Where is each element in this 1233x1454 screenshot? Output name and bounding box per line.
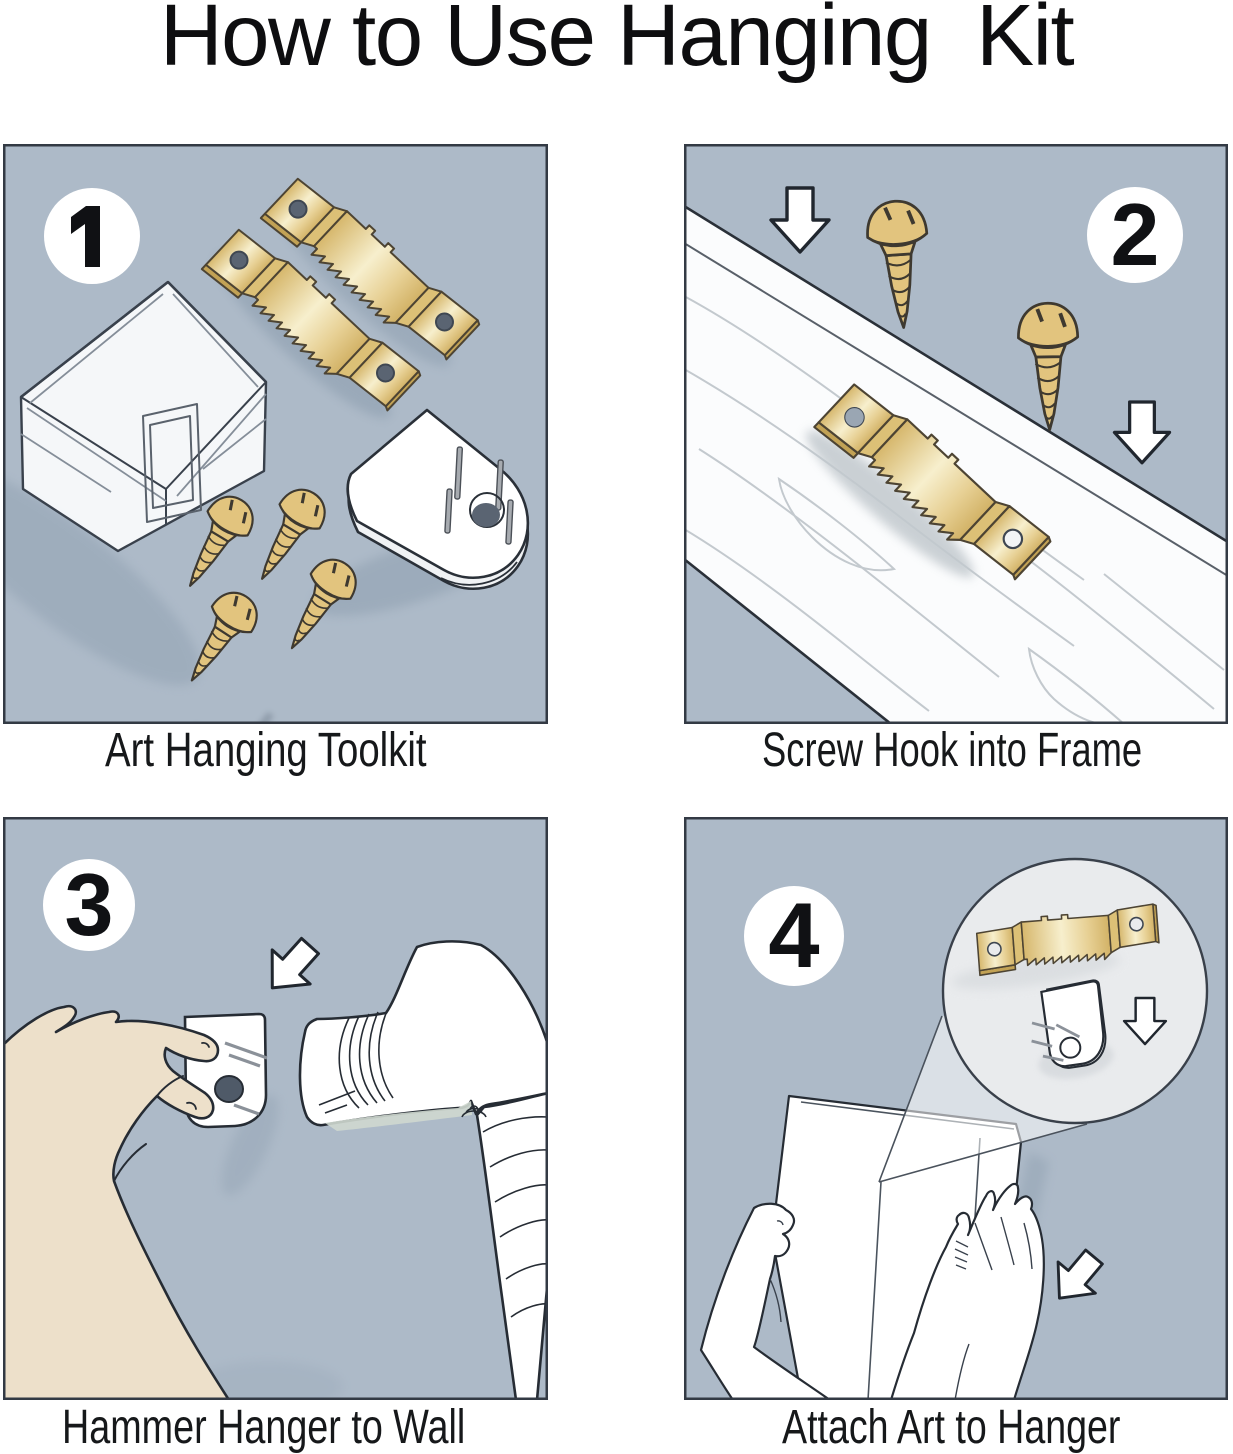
svg-text:2: 2: [1111, 185, 1160, 284]
svg-text:3: 3: [65, 855, 114, 954]
svg-text:4: 4: [768, 885, 819, 987]
